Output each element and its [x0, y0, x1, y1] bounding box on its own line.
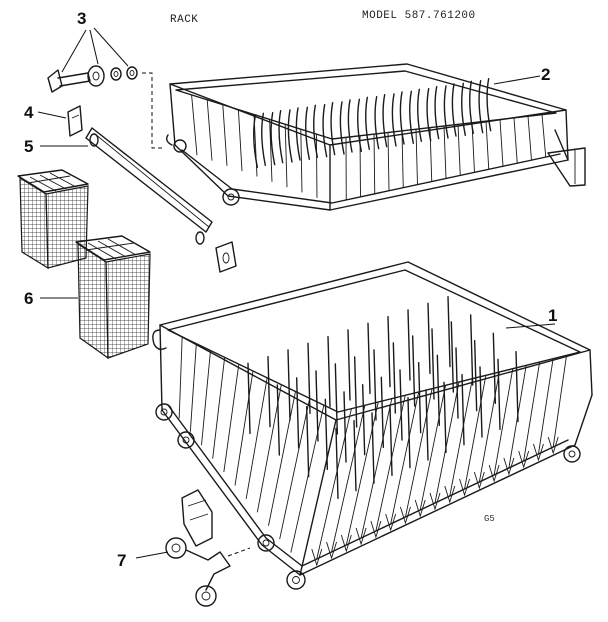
lower-rack [152, 261, 593, 590]
axle-bolt-assembly [47, 65, 165, 149]
rack-clip [67, 105, 83, 137]
callout-5: 5 [24, 137, 33, 156]
callout-6: 6 [24, 289, 33, 308]
drawing-code: G5 [484, 514, 495, 524]
upper-rack [165, 63, 586, 211]
silverware-basket-upper [17, 169, 89, 270]
track-rail [85, 127, 237, 273]
silverware-basket-lower [75, 235, 151, 360]
section-label: RACK [170, 14, 199, 26]
callout-1: 1 [548, 306, 557, 325]
callout-7: 7 [117, 551, 126, 570]
model-number-label: MODEL 587.761200 [362, 10, 476, 22]
callout-leaders [37, 27, 556, 559]
callout-3: 3 [77, 9, 86, 28]
callout-4: 4 [24, 103, 34, 122]
callout-2: 2 [541, 65, 550, 84]
wheel-assembly [165, 489, 251, 607]
